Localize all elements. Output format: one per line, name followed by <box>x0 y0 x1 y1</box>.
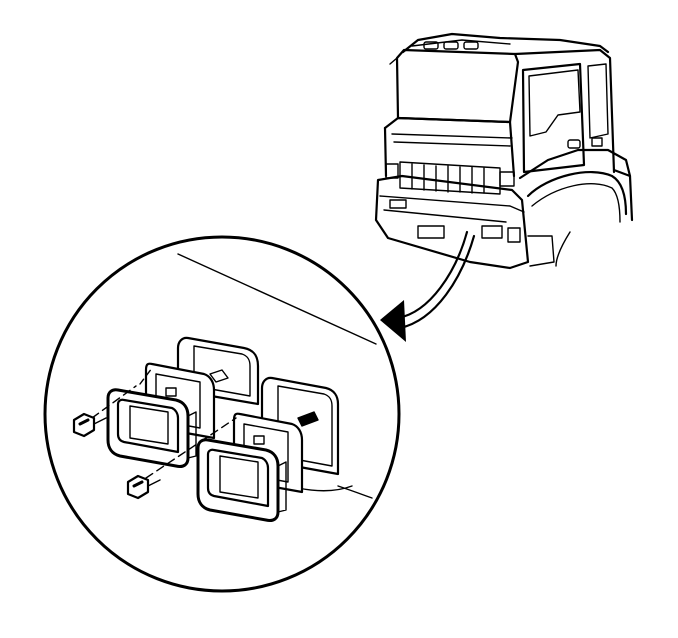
callout-arrow <box>380 230 476 342</box>
detail-circle <box>43 235 401 593</box>
truck-cab <box>374 32 634 270</box>
retaining-screw-1 <box>72 412 107 438</box>
headlamp-assembly-2 <box>196 412 304 522</box>
retaining-screw-2 <box>126 474 161 500</box>
headlamp-assembly-1 <box>106 362 216 468</box>
headlamp-openings <box>176 336 340 476</box>
screw-guide-lines <box>91 367 237 479</box>
